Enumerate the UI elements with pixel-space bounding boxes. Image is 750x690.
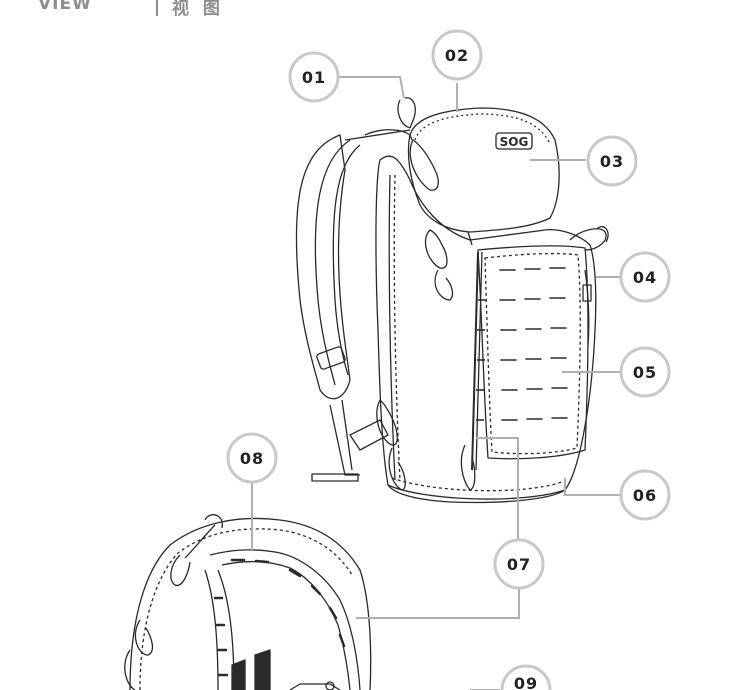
svg-text:05: 05 [633, 363, 657, 382]
view-title-en: VIEW [38, 0, 92, 14]
callout-08: 08 [226, 432, 278, 484]
callout-02: 02 [431, 29, 483, 81]
callout-07: 07 [493, 538, 545, 590]
callout-01: 01 [288, 51, 340, 103]
leader-lines [251, 76, 629, 690]
backpack-front-view: SOG [295, 97, 609, 504]
svg-text:01: 01 [302, 68, 326, 87]
svg-text:03: 03 [600, 152, 624, 171]
header-divider [156, 0, 158, 16]
svg-text:06: 06 [633, 486, 657, 505]
svg-text:07: 07 [507, 555, 531, 574]
svg-text:02: 02 [445, 46, 469, 65]
backpack-back-view [124, 514, 372, 690]
view-title-cn: 视 图 [172, 0, 224, 19]
svg-text:08: 08 [240, 449, 264, 468]
callout-05: 05 [619, 346, 671, 398]
svg-text:09: 09 [514, 674, 538, 690]
callout-06: 06 [619, 469, 671, 521]
sog-logo: SOG [500, 135, 529, 149]
callout-04: 04 [619, 251, 671, 303]
callout-09: 09 [500, 664, 552, 690]
svg-text:04: 04 [633, 268, 657, 287]
callout-03: 03 [586, 135, 638, 187]
